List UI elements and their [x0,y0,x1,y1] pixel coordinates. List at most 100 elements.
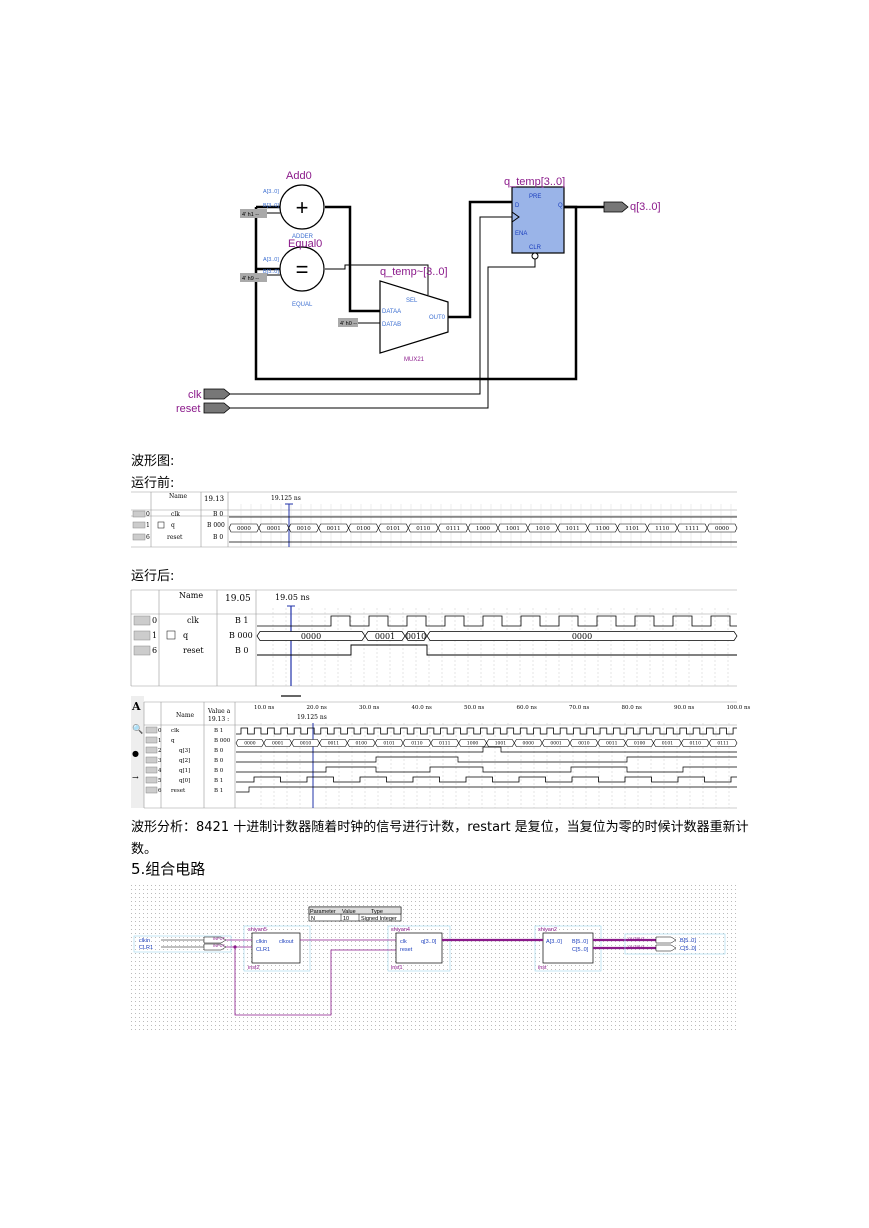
wave3-row-value: B 000 [214,738,231,744]
wave1-q-bus-value: 0000 [237,526,251,532]
wave1-q-bus-value: 1000 [476,526,490,532]
binoculars-icon[interactable]: ● [132,749,139,758]
wave3-row-icon [145,776,158,784]
adder-name: ADDER [292,234,314,240]
wave1-q-bus-value: 1101 [625,526,639,532]
wave1-q-bus-value: 1100 [596,526,610,532]
section-5-heading: 5.组合电路 [131,860,206,878]
waveform-after: Name 19.05 19.05 ns 0 clk B 1 1 q B 000 … [130,588,738,687]
wave2-q-value: 0000 [572,632,592,641]
register-d: D [515,203,520,209]
wave2-reset-trace [257,644,737,656]
combinational-schematic: Parameter Value Type N 10 Signed Integer… [131,885,737,1030]
zoom-icon[interactable]: 🔍 [132,723,143,735]
register-pre: PRE [529,194,541,200]
wave3-row-icon [145,756,158,764]
adder-port-b: B[3..0] [263,203,279,209]
wave1-q-bus-value: 1011 [566,526,580,532]
arrow-right-icon[interactable]: → [132,773,139,782]
wave3-reset-trace [236,786,737,793]
block3-port-a: A[3..0] [546,939,562,945]
block1-inst: inst2 [248,965,260,971]
wave3-row-idx: 0 [158,728,162,734]
adder-port-a: A[3..0] [263,189,279,195]
wave2-idx-6: 6 [152,646,157,655]
mux-name: MUX21 [404,357,425,363]
wave1-q-bus-value: 0010 [297,526,311,532]
equal-symbol: = [296,257,309,282]
wave1-q-bus-value: 0001 [267,526,281,532]
mux-title: q_temp~[3..0] [380,266,448,278]
param-row-type: Signed Integer [361,916,397,922]
text-tool-icon[interactable]: A [131,700,141,713]
wave3-tick-label: 60.0 ns [517,705,538,711]
block3-port-b: B[5..0] [572,939,588,945]
wave2-q-value: 0010 [406,632,426,641]
wave3-q-bus-value: 0110 [690,741,702,747]
wave3-row-name: reset [171,788,186,794]
input-clkin-label: clkin [139,938,150,944]
wave3-row-idx: 6 [158,788,162,794]
wave3-q-bus-value: 0001 [272,741,284,747]
wave1-val-clk: B 0 [213,511,223,518]
wave3-row-icon [145,766,158,774]
mux-out: OUT0 [429,315,446,321]
input-tag-2: INPUT [213,943,226,948]
wave1-idx-6: 6 [146,534,150,541]
mux-dataa: DATAA [382,309,401,315]
wave1-q-bus-segment [706,523,738,533]
wave3-q1-trace [236,766,737,773]
wave3-q-bus-value: 0010 [578,741,590,747]
output-c-label: C[5..0] [680,946,697,952]
block3-port-c: C[5..0] [572,947,589,953]
wave1-idx-1: 1 [146,522,150,529]
wave3-row-icon [145,786,158,794]
input-clk-label: clk [188,389,202,401]
equal-title: Equal0 [288,238,322,250]
block2-port-clk: clk [400,939,407,945]
waveform-analysis-cont: 数。 [131,842,158,857]
wave2-name-reset: reset [183,646,204,655]
wave3-q-bus-value: 1001 [495,741,507,747]
input-clr1-label: CLR1 [139,945,153,951]
wave3-tick-label: 80.0 ns [622,705,643,711]
wave3-row-icon [145,726,158,734]
wave3-q-bus-value: 0100 [356,741,368,747]
wave1-name-col: Name [169,493,188,500]
wave3-q-bus-value: 0101 [662,741,674,747]
wave2-q-value: 0000 [301,632,321,641]
wave1-idx-0: 0 [146,511,150,518]
wave3-tick-label: 30.0 ns [359,705,380,711]
block1-port-clkout: clkout [279,939,294,945]
wave1-q-bus-value: 0000 [715,526,729,532]
wave2-time-col: 19.05 [225,594,251,604]
wave3-time-col: 19.13 : [208,716,229,723]
wave2-name-col: Name [179,591,203,600]
wave3-row-value: B 1 [214,788,223,794]
wave3-row-idx: 5 [158,778,162,784]
wave3-tick-label: 90.0 ns [674,705,695,711]
waveform-heading: 波形图: [131,454,175,469]
wave1-time-col: 19.13 [204,495,224,503]
before-run-heading: 运行前: [131,476,175,491]
wave3-cursor-label: 19.125 ns [297,714,327,721]
register-q: Q [558,203,563,209]
equal-port-b: B[3..0] [263,269,279,275]
mux-sel: SEL [406,298,418,304]
param-row-name: N [311,916,315,922]
param-header-name: Parameter [310,909,336,915]
output-tag-2: OUTPUT [628,944,645,949]
param-header-type: Type [371,909,383,915]
wave1-q-bus-value: 0100 [356,526,370,532]
wave3-row-value: B 1 [214,778,223,784]
adder-symbol: + [296,195,309,220]
wave2-name-q: q [183,631,188,640]
wave1-q-bus-value: 0011 [327,526,341,532]
adder-title: Add0 [286,170,312,182]
wave3-tick-label: 100.0 ns [727,705,751,711]
register-title: q_temp[3..0] [504,176,565,188]
equal-const: 4' h9 -- [242,276,259,282]
